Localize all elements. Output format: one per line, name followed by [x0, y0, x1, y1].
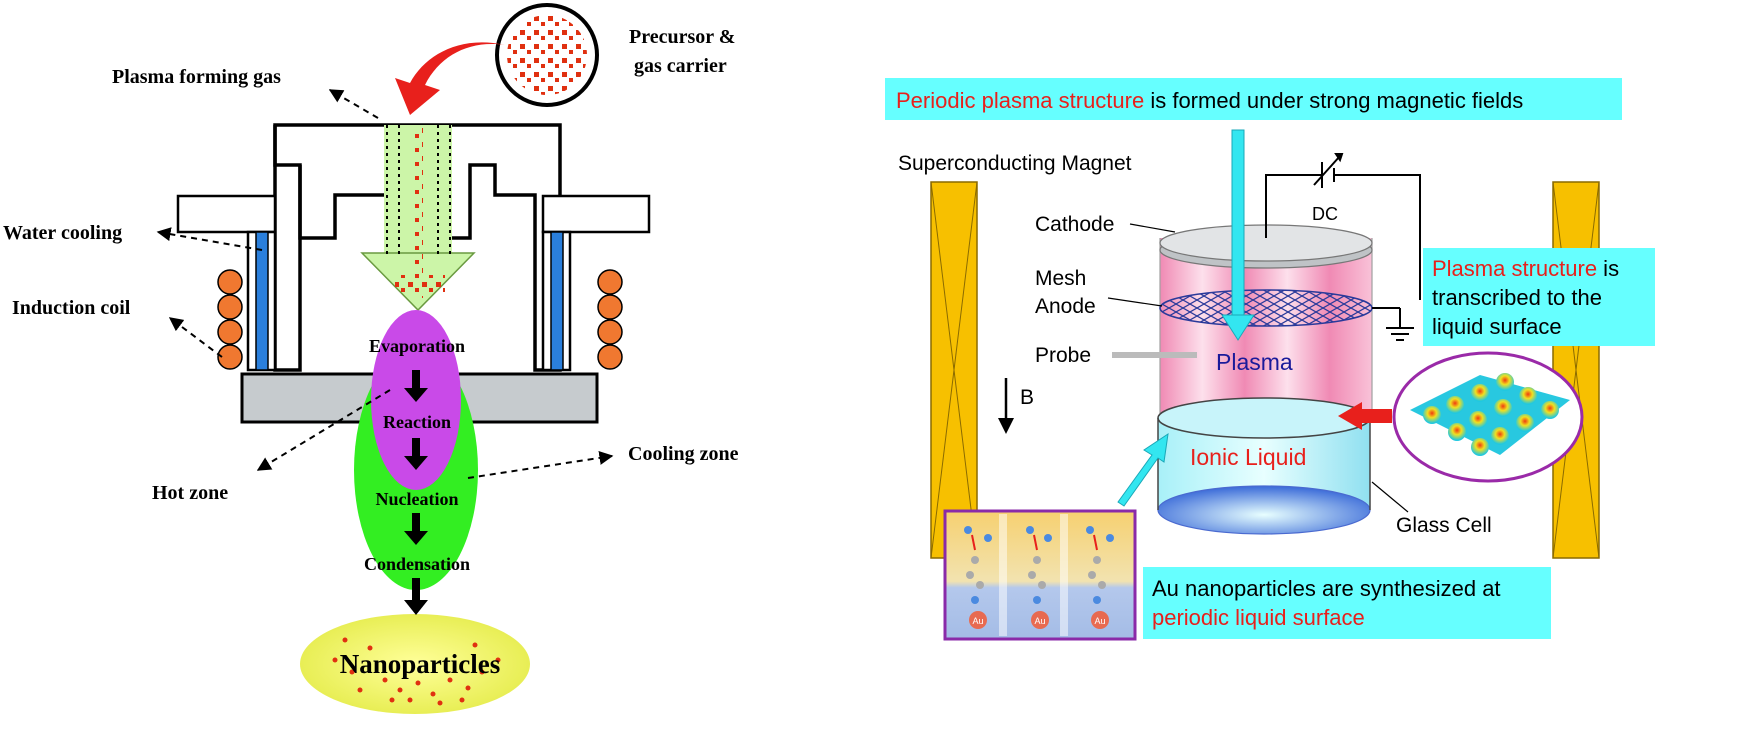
bottom-banner: [1143, 567, 1551, 639]
step-condensation: Condensation: [364, 554, 470, 574]
probe-rod: [1112, 352, 1197, 358]
induction-coil-left: [217, 269, 243, 370]
hot-zone-label: Hot zone: [152, 482, 228, 504]
cathode-label: Cathode: [1035, 213, 1114, 236]
right-water-channel: [550, 231, 564, 371]
transcribed-box: [1423, 248, 1655, 346]
au-label-3: Au: [1094, 616, 1105, 626]
au-label-2: Au: [1034, 616, 1045, 626]
magnet-left: [930, 181, 978, 559]
anode-label: Anode: [1035, 295, 1096, 318]
red-arrow: [1338, 402, 1392, 430]
dc-circuit: [1265, 153, 1421, 341]
plasma-torch-diagram: Precursor & gas carrier Plasma forming g…: [3, 3, 739, 714]
au-label-1: Au: [972, 616, 983, 626]
transcribed-line1-rest: is: [1597, 256, 1619, 281]
glass-cell-label: Glass Cell: [1396, 514, 1492, 537]
mesh-anode: [1159, 289, 1373, 327]
cyan-diagonal-arrow: [1117, 432, 1169, 507]
au-molecule-1: [964, 526, 992, 629]
bottom-banner-line2: periodic liquid surface: [1152, 605, 1365, 630]
right-flange: [541, 194, 651, 234]
field-label: B: [1020, 386, 1034, 409]
plasma-gas-label: Plasma forming gas: [112, 66, 281, 88]
cyan-down-arrow: [1221, 129, 1255, 341]
process-step-arrows: [404, 370, 428, 615]
transcribed-line2: transcribed to the: [1432, 285, 1602, 310]
water-cooling-label: Water cooling: [3, 222, 122, 244]
au-molecule-3: [1086, 526, 1114, 629]
transcribed-line3: liquid surface: [1432, 314, 1562, 339]
au-molecule-2: [1026, 526, 1052, 629]
nanoparticles-label: Nanoparticles: [340, 649, 500, 679]
top-banner-text: Periodic plasma structure is formed unde…: [896, 88, 1523, 113]
ionic-liquid-label: Ionic Liquid: [1190, 444, 1306, 470]
surface-pattern-inset: [1392, 351, 1584, 483]
left-flange: [176, 194, 277, 234]
step-evaporation: Evaporation: [369, 336, 465, 356]
precursor-inlet-arrow: [395, 42, 505, 115]
top-banner: [885, 78, 1622, 120]
mesh-label: Mesh: [1035, 267, 1086, 290]
probe-label: Probe: [1035, 344, 1091, 367]
nanoparticles-cloud: [300, 614, 530, 714]
top-banner-highlight: Periodic plasma structure: [896, 88, 1144, 113]
precursor-label-line1: Precursor &: [629, 26, 735, 48]
magnetic-plasma-diagram: Periodic plasma structure is formed unde…: [885, 78, 1655, 641]
liquid-surface: [1157, 397, 1371, 439]
step-reaction: Reaction: [383, 412, 451, 432]
dc-label: DC: [1312, 204, 1338, 224]
top-banner-rest: is formed under strong magnetic fields: [1144, 88, 1523, 113]
transcribed-line1: Plasma structure is: [1432, 256, 1619, 281]
left-water-channel: [255, 231, 269, 371]
induction-coil-label: Induction coil: [12, 297, 131, 319]
magnet-label: Superconducting Magnet: [898, 152, 1132, 175]
injection-probe: [360, 125, 476, 312]
cooling-zone-label: Cooling zone: [628, 443, 739, 465]
plasma-label: Plasma: [1216, 349, 1293, 375]
leader-lines: [156, 89, 614, 479]
induction-coil-right: [597, 269, 623, 370]
precursor-particles: [507, 15, 587, 95]
bottom-banner-line1: Au nanoparticles are synthesized at: [1152, 576, 1501, 601]
magnet-right: [1552, 181, 1600, 559]
step-nucleation: Nucleation: [376, 489, 459, 509]
transcribed-highlight: Plasma structure: [1432, 256, 1597, 281]
magnetic-field-arrow: [998, 378, 1014, 434]
plasma-column: [1160, 238, 1372, 423]
nanoparticle-dots: [332, 637, 501, 706]
au-synthesis-inset: Au Au Au: [943, 509, 1137, 641]
ionic-liquid-bottom: [1157, 485, 1371, 535]
precursor-label-line2: gas carrier: [634, 55, 727, 77]
